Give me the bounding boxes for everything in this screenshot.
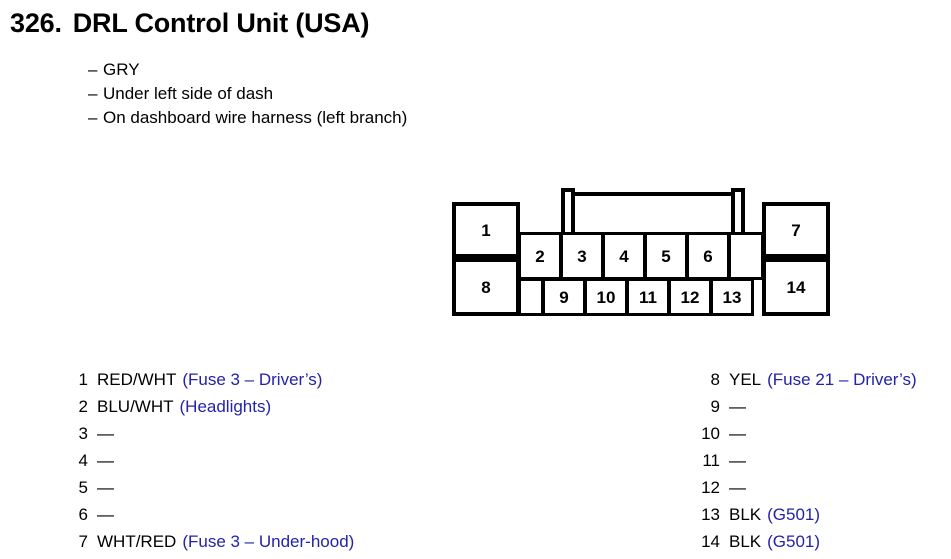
connector-pin-label: 6 [703,246,713,266]
connector-pin-label: 1 [481,220,491,240]
pin-number: 12 [701,478,720,497]
bullet-dash-icon: – [88,108,98,127]
connector-pin-label: 9 [559,287,569,307]
pin-row: 7 WHT/RED (Fuse 3 – Under-hood) [62,528,462,555]
pin-number: 14 [701,532,720,551]
pin-number: 7 [78,532,88,551]
pin-row: 9— [694,393,946,420]
locking-tab-right [731,188,745,234]
connector-pin-cell-13: 13 [710,278,754,316]
pin-wire-color: — [729,424,746,443]
connector-pin-cell-14: 14 [762,258,830,316]
connector-pin-label: 3 [577,246,587,266]
pin-row: 3— [62,420,462,447]
location-item: –Under left side of dash [88,82,588,106]
connector-pin-label: 12 [680,287,700,307]
connector-pin-label: 4 [619,246,629,266]
connector-pin-label: 5 [661,246,671,266]
pin-wire-color: BLK [729,532,762,551]
connector-pin-cell-8: 8 [452,258,520,316]
pin-destination: (G501) [767,532,821,551]
pin-row: 11 — [694,447,946,474]
connector-pin-label: 7 [791,220,801,240]
location-item: –GRY [88,58,588,82]
connector-pin-cell-2: 2 [518,232,562,280]
locking-tab-bar [571,192,735,196]
connector-pin-cell-3: 3 [560,232,604,280]
connector-pin-label: 11 [639,287,657,307]
pin-destination: (Fuse 3 – Driver’s) [182,370,323,389]
connector-pin-cell-11: 11 [626,278,670,316]
pin-row: 13 BLK (G501) [694,501,946,528]
pin-row: 10 — [694,420,946,447]
pin-number: 8 [710,370,720,389]
page-title-text: DRL Control Unit (USA) [72,8,370,38]
pin-wire-color: BLU/WHT [97,397,174,416]
pin-row: 12 — [694,474,946,501]
pin-destination: (Fuse 3 – Under-hood) [182,532,355,551]
connector-pin-cell-9: 9 [542,278,586,316]
location-item: –On dashboard wire harness (left branch) [88,106,588,130]
connector-pin-label: 8 [481,277,491,297]
pin-destination: (G501) [767,505,821,524]
pin-number: 5 [78,478,88,497]
pin-wire-color: — [97,478,114,497]
pin-row: 1 RED/WHT (Fuse 3 – Driver’s) [62,366,462,393]
pin-number: 9 [710,397,720,416]
pin-number: 13 [701,505,720,524]
connector-diagram: 1 8 7 14 2 3 4 5 6 9 10 11 12 13 [452,188,834,320]
pin-wire-color: — [729,397,746,416]
pin-row: 4— [62,447,462,474]
pin-wire-color: BLK [729,505,762,524]
pin-number: 3 [78,424,88,443]
pin-destination: (Fuse 21 – Driver’s) [767,370,917,389]
pin-row: 5— [62,474,462,501]
locking-tab-left [561,188,575,234]
pin-destination: (Headlights) [179,397,272,416]
location-item-label: GRY [103,60,140,79]
connector-pin-cell-4: 4 [602,232,646,280]
connector-pin-label: 13 [722,287,742,307]
pin-wire-color: — [97,451,114,470]
connector-blank-cavity-bottom [518,278,544,316]
pin-row: 2 BLU/WHT (Headlights) [62,393,462,420]
page-title-number: 326. [10,8,62,38]
pin-row: 14 BLK (G501) [694,528,946,555]
pin-wire-color: — [97,505,114,524]
pin-wire-color: YEL [729,370,762,389]
connector-pin-cell-7: 7 [762,202,830,258]
pin-number: 10 [701,424,720,443]
connector-pin-cell-12: 12 [668,278,712,316]
pin-number: 1 [78,370,88,389]
connector-pin-label: 10 [596,287,616,307]
pin-number: 2 [78,397,88,416]
location-list: –GRY –Under left side of dash –On dashbo… [88,58,588,130]
connector-pin-cell-10: 10 [584,278,628,316]
connector-blank-cavity-top [728,232,764,280]
bullet-dash-icon: – [88,60,98,79]
pin-list-left: 1 RED/WHT (Fuse 3 – Driver’s) 2 BLU/WHT (Hea… [62,366,462,555]
pin-number: 4 [78,451,88,470]
connector-pin-cell-1: 1 [452,202,520,258]
connector-pin-cell-6: 6 [686,232,730,280]
location-item-label: On dashboard wire harness (left branch) [103,108,408,127]
pin-wire-color: — [729,451,746,470]
connector-pin-label: 2 [535,246,545,266]
pin-wire-color: — [97,424,114,443]
bullet-dash-icon: – [88,84,98,103]
page-title: 326. DRL Control Unit (USA) [10,8,370,39]
pin-number: 6 [78,505,88,524]
location-item-label: Under left side of dash [103,84,274,103]
pin-number: 11 [702,451,720,470]
pin-row: 6— [62,501,462,528]
connector-pin-cell-5: 5 [644,232,688,280]
pin-wire-color: WHT/RED [97,532,177,551]
pin-wire-color: — [729,478,746,497]
pin-wire-color: RED/WHT [97,370,177,389]
pin-row: 8 YEL (Fuse 21 – Driver’s) [694,366,946,393]
connector-pin-label: 14 [786,277,806,297]
